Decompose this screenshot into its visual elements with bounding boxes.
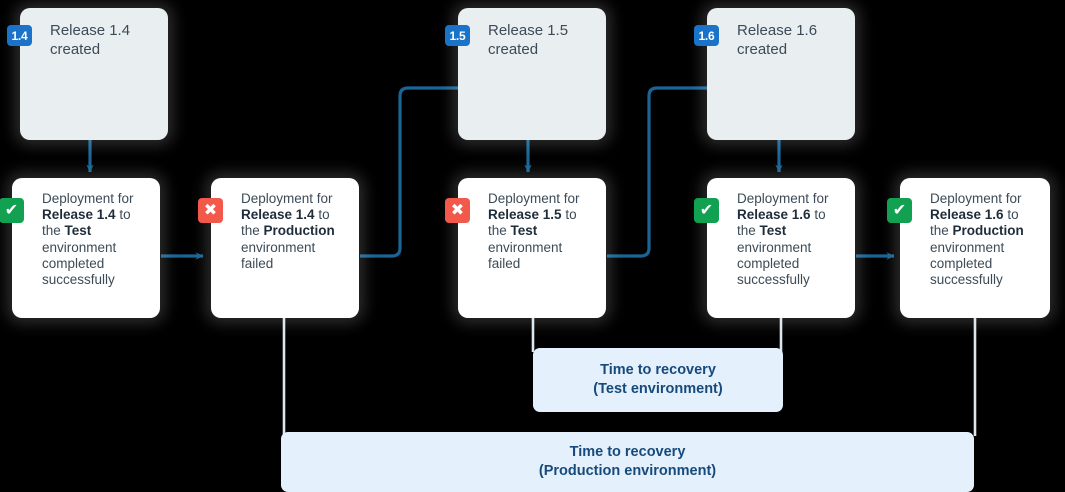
release-card-line2: created [488, 41, 539, 58]
deployment-release: Release 1.4 [42, 207, 116, 223]
time-to-recovery-test-label: Time to recovery (Test environment) [593, 361, 722, 399]
deployment-card[interactable]: ✖ Deployment for Release 1.5 to the Test… [445, 178, 606, 318]
release-card[interactable]: 1.5 Release 1.5 created [445, 8, 606, 140]
deployment-prefix: Deployment for [930, 191, 1022, 206]
recovery-prod-line1: Time to recovery [569, 444, 686, 460]
deployment-suffix: environment failed [488, 239, 563, 271]
check-icon: ✔ [887, 198, 912, 223]
time-to-recovery-production-bar: Time to recovery (Production environment… [281, 432, 974, 492]
deployment-environment: Test [759, 223, 787, 239]
release-card-title: Release 1.4 created [50, 21, 158, 59]
release-card[interactable]: 1.4 Release 1.4 created [7, 8, 168, 140]
deployment-prefix: Deployment for [241, 191, 333, 206]
wire-prod14-to-r15 [360, 86, 458, 258]
deployment-card-body: Deployment for Release 1.6 to the Produc… [930, 191, 1040, 288]
deployment-card[interactable]: ✔ Deployment for Release 1.4 to the Test… [0, 178, 160, 318]
release-card-body: Release 1.6 created [737, 21, 845, 59]
deployment-mid: to the [241, 207, 330, 239]
deployment-environment: Production [952, 223, 1024, 239]
deployment-suffix: environment completed successfully [42, 239, 117, 288]
deployment-prefix: Deployment for [42, 191, 134, 206]
release-card-line2: created [737, 41, 788, 58]
deployment-card-body: Deployment for Release 1.4 to the Produc… [241, 191, 349, 272]
deployment-mid: to the [930, 207, 1019, 239]
deployment-environment: Test [64, 223, 92, 239]
deployment-card-body: Deployment for Release 1.5 to the Test e… [488, 191, 596, 272]
deployment-release: Release 1.6 [930, 207, 1004, 223]
version-badge: 1.4 [7, 25, 32, 46]
release-card-line1: Release 1.5 [488, 22, 569, 39]
wire-test15-to-r16 [607, 86, 707, 258]
release-card-line1: Release 1.4 [50, 22, 131, 39]
deployment-card-body: Deployment for Release 1.6 to the Test e… [737, 191, 845, 288]
deployment-environment: Test [510, 223, 538, 239]
deployment-prefix: Deployment for [737, 191, 829, 206]
cross-icon: ✖ [445, 198, 470, 223]
release-card-line2: created [50, 41, 101, 58]
deployment-suffix: environment completed successfully [737, 239, 812, 288]
time-to-recovery-production-label: Time to recovery (Production environment… [539, 443, 716, 481]
deployment-card[interactable]: ✖ Deployment for Release 1.4 to the Prod… [198, 178, 359, 318]
deployment-prefix: Deployment for [488, 191, 580, 206]
recovery-test-line1: Time to recovery [600, 362, 716, 378]
release-card-title: Release 1.6 created [737, 21, 845, 59]
recovery-prod-line2: (Production environment) [538, 463, 717, 479]
release-card-body: Release 1.5 created [488, 21, 596, 59]
deployment-mid: to the [488, 207, 577, 239]
time-to-recovery-test-bar: Time to recovery (Test environment) [533, 348, 783, 412]
release-card[interactable]: 1.6 Release 1.6 created [694, 8, 855, 140]
deployment-card[interactable]: ✔ Deployment for Release 1.6 to the Test… [694, 178, 855, 318]
cross-icon: ✖ [198, 198, 223, 223]
release-card-title: Release 1.5 created [488, 21, 596, 59]
deployment-mid: to the [737, 207, 826, 239]
version-badge: 1.5 [445, 25, 470, 46]
version-badge: 1.6 [694, 25, 719, 46]
release-card-line1: Release 1.6 [737, 22, 818, 39]
deployment-card-body: Deployment for Release 1.4 to the Test e… [42, 191, 150, 288]
check-icon: ✔ [0, 198, 24, 223]
deployment-release: Release 1.6 [737, 207, 811, 223]
deployment-release: Release 1.5 [488, 207, 562, 223]
deployment-suffix: environment completed successfully [930, 239, 1005, 288]
release-card-body: Release 1.4 created [50, 21, 158, 59]
deployment-suffix: environment failed [241, 239, 316, 271]
check-icon: ✔ [694, 198, 719, 223]
deployment-card[interactable]: ✔ Deployment for Release 1.6 to the Prod… [887, 178, 1050, 318]
recovery-test-line2: (Test environment) [593, 381, 723, 397]
deployment-mid: to the [42, 207, 131, 239]
deployment-environment: Production [263, 223, 335, 239]
deployment-release: Release 1.4 [241, 207, 315, 223]
